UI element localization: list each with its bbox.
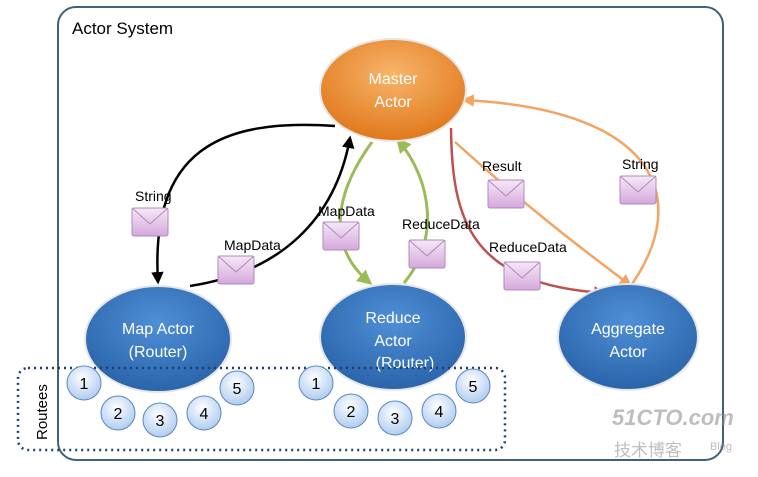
- aggregate-actor-label-2: Actor: [609, 344, 647, 361]
- map-routee-1: [66, 365, 102, 401]
- arrow-aggregate-to-master: [461, 94, 660, 285]
- watermark-subtitle: 技术博客: [614, 441, 682, 460]
- watermark-blog: Blog: [710, 441, 732, 453]
- reduce-routee-2: [333, 393, 369, 429]
- message-label-result: Result: [482, 158, 522, 174]
- reduce-routee-2-label: 2: [347, 404, 356, 421]
- envelope-icon: [408, 239, 446, 269]
- envelope-icon: [619, 175, 657, 205]
- map-routee-3-label: 3: [156, 413, 165, 430]
- routees-box: [16, 366, 507, 452]
- aggregate-actor-node: [557, 283, 699, 391]
- reduce-routee-3-label: 3: [391, 411, 400, 428]
- watermark: 51CTO.com 技术博客 Blog: [612, 405, 734, 460]
- envelope-icon: [487, 179, 525, 209]
- reduce-routee-4-label: 4: [435, 404, 444, 421]
- master-actor-node: [319, 38, 467, 142]
- map-routee-4-label: 4: [200, 406, 209, 423]
- routees-label: Routees: [34, 384, 51, 440]
- map-routee-2: [100, 395, 136, 431]
- reduce-routee-1-label: 1: [312, 376, 321, 393]
- reduce-routee-group: 1 2 3 4 5: [298, 365, 491, 436]
- reduce-routee-4: [421, 393, 457, 429]
- reduce-routee-5-label: 5: [469, 379, 478, 396]
- map-routee-2-label: 2: [114, 406, 123, 423]
- reduce-actor-node: [319, 283, 467, 391]
- reduce-routee-5: [455, 368, 491, 404]
- map-routee-1-label: 1: [80, 376, 89, 393]
- message-label-mapdata-to-reduce: MapData: [318, 203, 375, 219]
- envelope-icon: [503, 261, 541, 291]
- reduce-actor-label-1: Reduce: [365, 310, 420, 327]
- message-label-reducedata-to-aggregate: ReduceData: [489, 239, 567, 255]
- actor-system-frame: [57, 6, 724, 461]
- message-label-string-to-master: String: [622, 156, 659, 172]
- arrow-master-to-aggregate: [449, 127, 607, 299]
- envelope-icon: [322, 221, 360, 251]
- map-routee-3: [142, 402, 178, 438]
- map-actor-node: [84, 285, 232, 393]
- message-label-reducedata-to-master: ReduceData: [402, 216, 480, 232]
- map-routee-5: [219, 370, 255, 406]
- reduce-actor-label-2: Actor: [374, 333, 412, 350]
- arrow-result: [454, 141, 632, 287]
- message-label-string-to-map: String: [135, 188, 172, 204]
- envelope-icon: [131, 207, 169, 237]
- map-routee-5-label: 5: [233, 381, 242, 398]
- message-label-mapdata-to-master: MapData: [224, 237, 281, 253]
- map-actor-label-2: (Router): [129, 344, 188, 361]
- actor-system-title: Actor System: [72, 19, 173, 38]
- map-actor-label-1: Map Actor: [122, 321, 195, 338]
- master-actor-label-1: Master: [369, 71, 419, 88]
- reduce-routee-3: [377, 400, 413, 436]
- master-actor-label-2: Actor: [374, 94, 412, 111]
- reduce-routee-1: [298, 365, 334, 401]
- aggregate-actor-label-1: Aggregate: [591, 321, 665, 338]
- reduce-actor-label-3: (Router): [376, 355, 435, 372]
- map-routee-group: 1 2 3 4 5: [66, 365, 255, 438]
- map-routee-4: [186, 395, 222, 431]
- envelope-icon: [217, 255, 255, 285]
- watermark-site: 51CTO.com: [612, 405, 734, 430]
